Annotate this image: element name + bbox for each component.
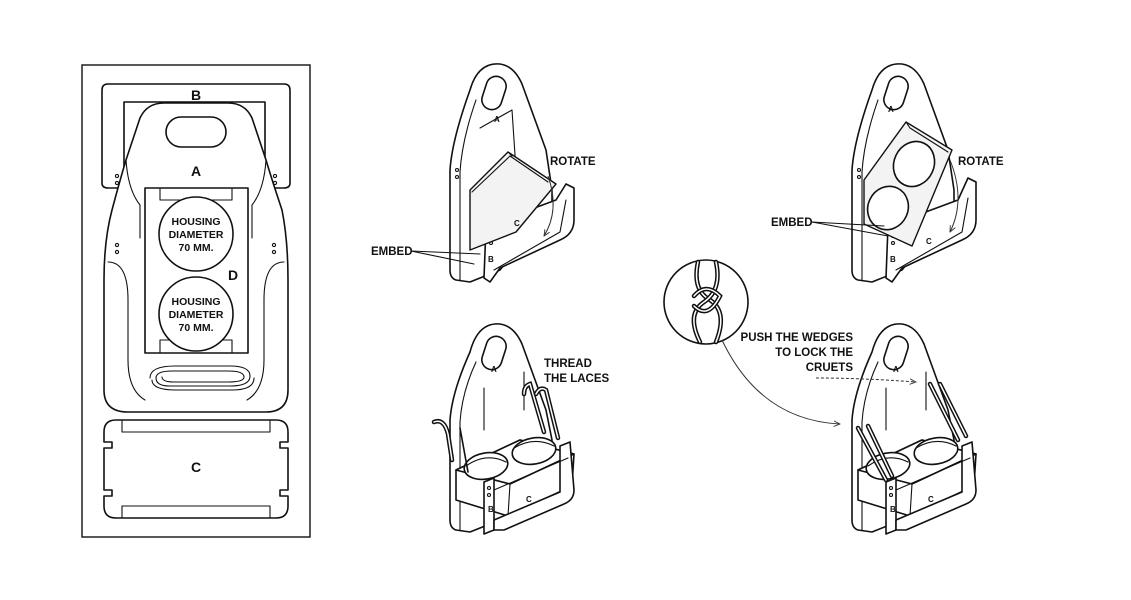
step-4-panel-b-label: B [890, 505, 896, 514]
step-4-panel-a-label: A [893, 365, 899, 374]
step-3-panel-c-label: C [526, 495, 532, 504]
step-3-panel-a-label: A [491, 365, 497, 374]
step-1-embed-label: EMBED [371, 246, 413, 258]
part-c-panel [103, 419, 289, 519]
step-3-thread-laces: A B C THREAD THE LACES [431, 323, 610, 535]
step-1-rotate: A B C ROTATE EMBED [371, 63, 596, 283]
housing-circle-2 [158, 276, 234, 352]
label-part-b: B [191, 87, 201, 103]
housing-1-line-1: HOUSING [171, 216, 220, 228]
step-2-panel-b-label: B [890, 255, 896, 264]
housing-1-line-3: 70 MM. [178, 242, 213, 254]
step-1-rotate-label: ROTATE [550, 156, 596, 168]
step-2-rotate: A B C ROTATE EMBED [771, 63, 1004, 283]
step-1-panel-c-label: C [514, 219, 520, 228]
knot-detail [663, 259, 749, 345]
housing-2-line-2: DIAMETER [169, 309, 224, 321]
step-3-thread-label-1: THREAD [544, 358, 592, 370]
step-2-rotate-label: ROTATE [958, 156, 1004, 168]
step-4-push-label-3: CRUETS [806, 362, 854, 374]
step-3-thread-label-2: THE LACES [544, 373, 610, 385]
label-part-d: D [228, 267, 238, 283]
housing-circle-1 [158, 196, 234, 272]
housing-2-line-1: HOUSING [171, 296, 220, 308]
step-4-push-wedges: A B C PUSH THE WEDGES TO LOCK THE CRUETS [663, 259, 977, 535]
step-4-panel-c-label: C [928, 495, 934, 504]
step-2-panel-a-label: A [888, 105, 894, 114]
step-2-panel-c-label: C [926, 237, 932, 246]
laces-coil [149, 365, 255, 391]
housing-1-line-2: DIAMETER [169, 229, 224, 241]
step-1-panel-b-label: B [488, 255, 494, 264]
handle-slot [165, 116, 227, 148]
step-2-embed-label: EMBED [771, 217, 813, 229]
step-4-push-label-1: PUSH THE WEDGES [741, 332, 854, 344]
label-part-c: C [191, 459, 201, 475]
step-4-push-label-2: TO LOCK THE [775, 347, 853, 359]
step-1-panel-a-label: A [494, 115, 500, 124]
label-part-a: A [191, 163, 201, 179]
housing-2-line-3: 70 MM. [178, 322, 213, 334]
part-d-insert [144, 187, 249, 354]
step-3-panel-b-label: B [488, 505, 494, 514]
cut-sheet: B A D C HOUSING DIAMETER 70 MM. HOUSING … [81, 64, 311, 538]
